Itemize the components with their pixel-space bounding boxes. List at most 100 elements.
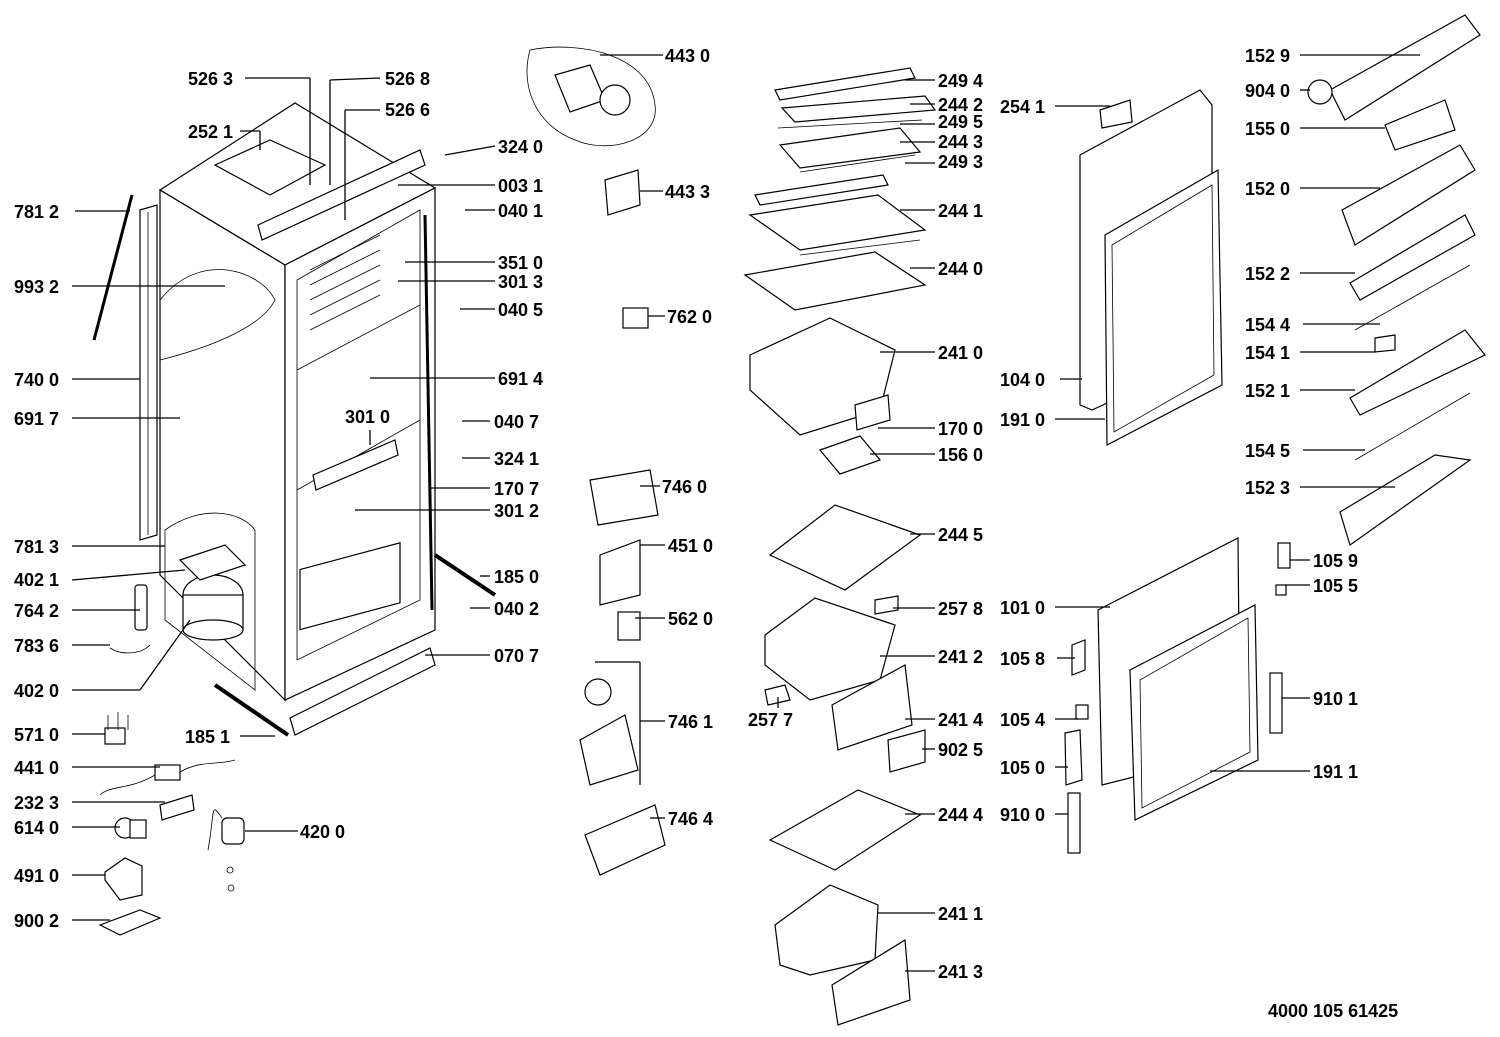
- label-070-7: 070 7: [494, 646, 539, 666]
- label-152-3: 152 3: [1245, 478, 1290, 498]
- label-252-1: 252 1: [188, 122, 233, 142]
- label-105-0: 105 0: [1000, 758, 1045, 778]
- top-cover-panel: [213, 139, 426, 241]
- label-254-1: 254 1: [1000, 97, 1045, 117]
- label-241-4: 241 4: [938, 710, 983, 730]
- label-691-7: 691 7: [14, 409, 59, 429]
- label-902-5: 902 5: [938, 740, 983, 760]
- label-402-0: 402 0: [14, 681, 59, 701]
- label-105-8: 105 8: [1000, 649, 1045, 669]
- label-241-0: 241 0: [938, 343, 983, 363]
- label-040-7: 040 7: [494, 412, 539, 432]
- label-040-1: 040 1: [498, 201, 543, 221]
- label-562-0: 562 0: [668, 609, 713, 629]
- label-105-4: 105 4: [1000, 710, 1045, 730]
- label-764-2: 764 2: [14, 601, 59, 621]
- label-351-0: 351 0: [498, 253, 543, 273]
- label-003-1: 003 1: [498, 176, 543, 196]
- label-244-1: 244 1: [938, 201, 983, 221]
- label-257-8: 257 8: [938, 599, 983, 619]
- left-small-parts: [98, 553, 497, 936]
- label-781-3: 781 3: [14, 537, 59, 557]
- label-781-2: 781 2: [14, 202, 59, 222]
- label-105-5: 105 5: [1313, 576, 1358, 596]
- label-040-2: 040 2: [494, 599, 539, 619]
- label-910-1: 910 1: [1313, 689, 1358, 709]
- label-762-0: 762 0: [667, 307, 712, 327]
- left-side-strip: [139, 204, 158, 541]
- label-301-2: 301 2: [494, 501, 539, 521]
- label-191-1: 191 1: [1313, 762, 1358, 782]
- drain-tube: [92, 194, 134, 341]
- label-443-3: 443 3: [665, 182, 710, 202]
- shelves: [743, 67, 937, 1026]
- label-152-1: 152 1: [1245, 381, 1290, 401]
- label-491-0: 491 0: [14, 866, 59, 886]
- label-101-0: 101 0: [1000, 598, 1045, 618]
- compressor: [178, 544, 247, 641]
- label-105-9: 105 9: [1313, 551, 1358, 571]
- label-420-0: 420 0: [300, 822, 345, 842]
- document-reference-number: 4000 105 61425: [1268, 1001, 1398, 1021]
- label-301-3: 301 3: [498, 272, 543, 292]
- label-249-5: 249 5: [938, 112, 983, 132]
- label-783-6: 783 6: [14, 636, 59, 656]
- label-324-1: 324 1: [494, 449, 539, 469]
- thermostat-panel: [312, 439, 399, 491]
- label-451-0: 451 0: [668, 536, 713, 556]
- label-152-9: 152 9: [1245, 46, 1290, 66]
- label-154-1: 154 1: [1245, 343, 1290, 363]
- label-691-4: 691 4: [498, 369, 543, 389]
- label-746-0: 746 0: [662, 477, 707, 497]
- base-plate: [289, 647, 436, 736]
- freezer-door: [1064, 537, 1291, 854]
- label-526-6: 526 6: [385, 100, 430, 120]
- fan-assembly: [526, 46, 666, 876]
- label-441-0: 441 0: [14, 758, 59, 778]
- label-746-1: 746 1: [668, 712, 713, 732]
- label-104-0: 104 0: [1000, 370, 1045, 390]
- label-241-2: 241 2: [938, 647, 983, 667]
- label-154-5: 154 5: [1245, 441, 1290, 461]
- label-443-0: 443 0: [665, 46, 710, 66]
- label-185-1: 185 1: [185, 727, 230, 747]
- label-170-0: 170 0: [938, 419, 983, 439]
- label-571-0: 571 0: [14, 725, 59, 745]
- label-152-0: 152 0: [1245, 179, 1290, 199]
- label-249-4: 249 4: [938, 71, 983, 91]
- label-324-0: 324 0: [498, 137, 543, 157]
- label-155-0: 155 0: [1245, 119, 1290, 139]
- label-402-1: 402 1: [14, 570, 59, 590]
- label-301-0: 301 0: [345, 407, 390, 427]
- label-244-0: 244 0: [938, 259, 983, 279]
- leader-lines: [71, 54, 1420, 972]
- label-900-2: 900 2: [14, 911, 59, 931]
- label-526-3: 526 3: [188, 69, 233, 89]
- label-526-8: 526 8: [385, 69, 430, 89]
- label-191-0: 191 0: [1000, 410, 1045, 430]
- cabinet-body: [158, 102, 437, 702]
- label-244-3: 244 3: [938, 132, 983, 152]
- label-904-0: 904 0: [1245, 81, 1290, 101]
- label-249-3: 249 3: [938, 152, 983, 172]
- label-170-7: 170 7: [494, 479, 539, 499]
- label-185-0: 185 0: [494, 567, 539, 587]
- label-241-3: 241 3: [938, 962, 983, 982]
- label-910-0: 910 0: [1000, 805, 1045, 825]
- fridge-door: [1079, 89, 1223, 446]
- label-244-4: 244 4: [938, 805, 983, 825]
- label-154-4: 154 4: [1245, 315, 1290, 335]
- label-993-2: 993 2: [14, 277, 59, 297]
- label-740-0: 740 0: [14, 370, 59, 390]
- label-156-0: 156 0: [938, 445, 983, 465]
- label-152-2: 152 2: [1245, 264, 1290, 284]
- part-labels: 526 3 526 8 526 6 252 1 781 2 993 2 740 …: [14, 46, 1398, 1021]
- label-257-7: 257 7: [748, 710, 793, 730]
- label-241-1: 241 1: [938, 904, 983, 924]
- label-614-0: 614 0: [14, 818, 59, 838]
- door-bins: [1307, 14, 1486, 546]
- label-746-4: 746 4: [668, 809, 713, 829]
- label-244-5: 244 5: [938, 525, 983, 545]
- label-232-3: 232 3: [14, 793, 59, 813]
